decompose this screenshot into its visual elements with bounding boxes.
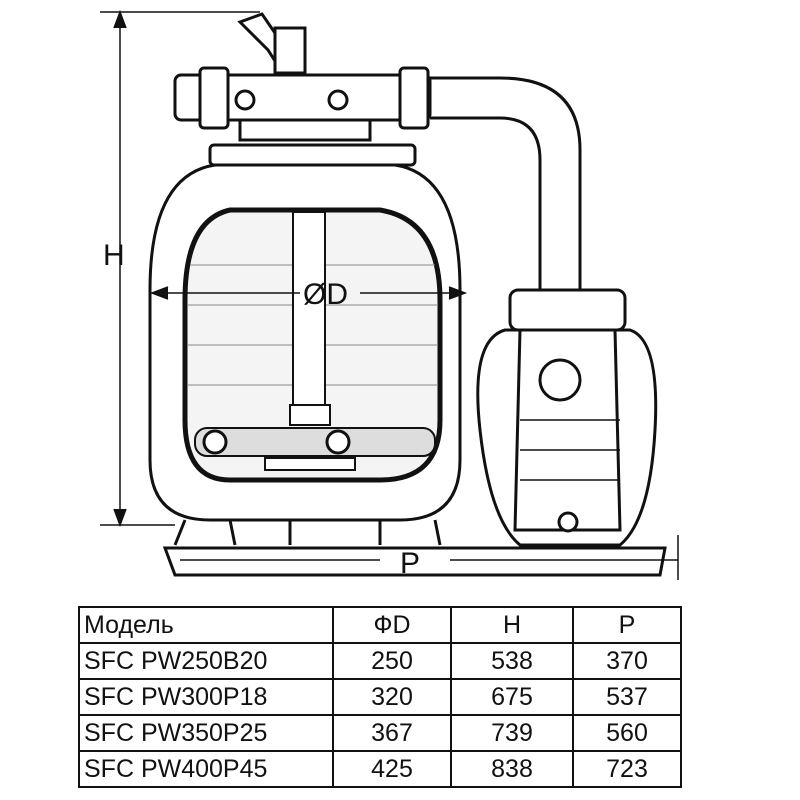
cell-length: 560 <box>572 714 682 752</box>
cell-diameter: 250 <box>332 642 452 680</box>
cell-height: 739 <box>450 714 574 752</box>
cell-length: 723 <box>572 750 682 788</box>
header-diameter: ФD <box>332 606 452 644</box>
cell-length: 537 <box>572 678 682 716</box>
cell-height: 838 <box>450 750 574 788</box>
diameter-label: ØD <box>303 278 348 311</box>
cell-diameter: 320 <box>332 678 452 716</box>
cell-diameter: 367 <box>332 714 452 752</box>
table-header-row: Модель ФD H P <box>78 606 682 644</box>
connecting-pipe <box>430 76 582 295</box>
pump <box>476 288 658 547</box>
header-height: H <box>450 606 574 644</box>
height-dimension <box>100 9 260 528</box>
table-row: SFC PW300P18 320 675 537 <box>78 678 682 716</box>
cell-model: SFC PW250B20 <box>78 642 334 680</box>
filter-pump-diagram: H ØD P <box>100 9 679 580</box>
header-length: P <box>572 606 682 644</box>
table-row: SFC PW350P25 367 739 560 <box>78 714 682 752</box>
cell-height: 675 <box>450 678 574 716</box>
cell-diameter: 425 <box>332 750 452 788</box>
table-row: SFC PW400P45 425 838 723 <box>78 750 682 788</box>
cell-model: SFC PW350P25 <box>78 714 334 752</box>
filter-tank <box>148 163 462 546</box>
header-model: Модель <box>78 606 334 644</box>
cell-model: SFC PW300P18 <box>78 678 334 716</box>
base-plate <box>162 546 667 577</box>
diameter-dimension <box>149 286 468 300</box>
height-label: H <box>103 239 125 272</box>
table-row: SFC PW250B20 250 538 370 <box>78 642 682 680</box>
cell-length: 370 <box>572 642 682 680</box>
valve-handle <box>237 12 307 75</box>
model-dimensions-table: Модель ФD H P SFC PW250B20 250 538 370 S… <box>78 606 682 788</box>
cell-model: SFC PW400P45 <box>78 750 334 788</box>
length-label: P <box>400 547 420 580</box>
length-dimension <box>180 535 679 580</box>
multiport-valve <box>173 66 432 167</box>
cell-height: 538 <box>450 642 574 680</box>
